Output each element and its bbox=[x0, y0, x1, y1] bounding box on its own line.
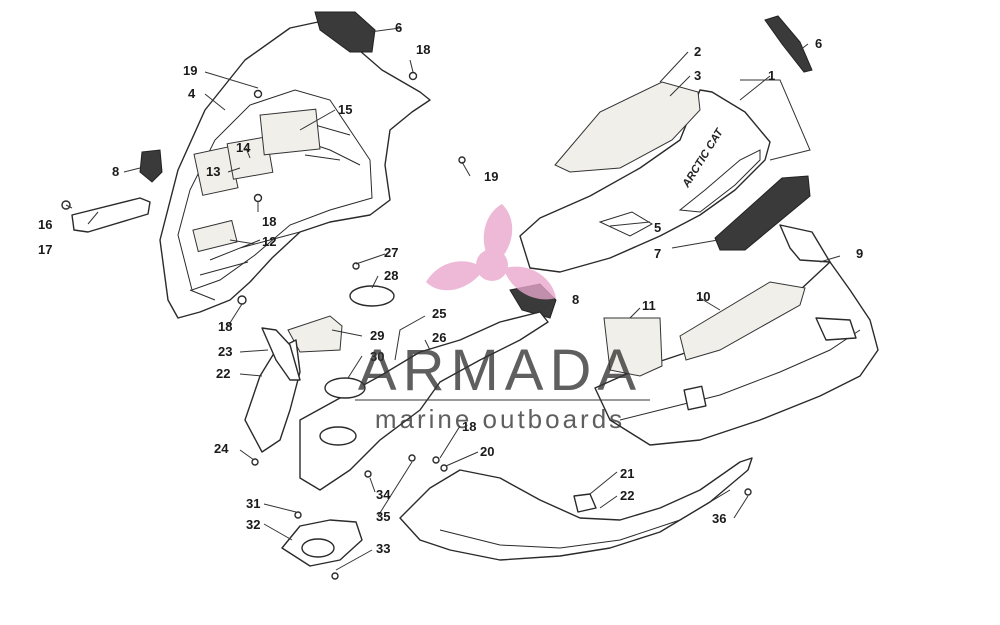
callout-23: 23 bbox=[218, 344, 232, 359]
callout-21: 21 bbox=[620, 466, 634, 481]
callout-13: 13 bbox=[206, 164, 220, 179]
lower-chassis-assembly bbox=[244, 262, 753, 580]
callout-18-mid: 18 bbox=[262, 214, 276, 229]
callout-31: 31 bbox=[246, 496, 260, 511]
callout-7: 7 bbox=[654, 246, 661, 261]
callout-33: 33 bbox=[376, 541, 390, 556]
callout-29: 29 bbox=[370, 328, 384, 343]
callout-35: 35 bbox=[376, 509, 390, 524]
callout-30: 30 bbox=[370, 349, 384, 364]
callout-14: 14 bbox=[236, 140, 251, 155]
callout-3: 3 bbox=[694, 68, 701, 83]
callout-22-left: 22 bbox=[216, 366, 230, 381]
callout-25: 25 bbox=[432, 306, 446, 321]
callout-8-left: 8 bbox=[112, 164, 119, 179]
callout-6-right: 6 bbox=[815, 36, 822, 51]
callout-18-lower: 18 bbox=[462, 419, 476, 434]
callout-19-top: 19 bbox=[183, 63, 197, 78]
callout-6-top: 6 bbox=[395, 20, 402, 35]
callout-18-top: 18 bbox=[416, 42, 430, 57]
callout-16: 16 bbox=[38, 217, 52, 232]
callout-34: 34 bbox=[376, 487, 391, 502]
callout-4: 4 bbox=[188, 86, 196, 101]
callout-19-right: 19 bbox=[484, 169, 498, 184]
callout-36: 36 bbox=[712, 511, 726, 526]
propeller-logo-icon bbox=[426, 204, 556, 300]
callout-9: 9 bbox=[856, 246, 863, 261]
callout-8-center: 8 bbox=[572, 292, 579, 307]
callout-32: 32 bbox=[246, 517, 260, 532]
callout-11: 11 bbox=[642, 298, 656, 313]
callout-22-right: 22 bbox=[620, 488, 634, 503]
callout-18-left: 18 bbox=[218, 319, 232, 334]
callout-26: 26 bbox=[432, 330, 446, 345]
watermark-title: ARMADA bbox=[358, 338, 642, 403]
callout-5: 5 bbox=[654, 220, 661, 235]
callout-24: 24 bbox=[214, 441, 229, 456]
callout-27: 27 bbox=[384, 245, 398, 260]
callout-15: 15 bbox=[338, 102, 352, 117]
belly-pan-assembly bbox=[594, 224, 879, 446]
callout-20: 20 bbox=[480, 444, 494, 459]
callout-17: 17 bbox=[38, 242, 52, 257]
leader-lines bbox=[65, 27, 841, 571]
watermark-subtitle: marine outboards bbox=[375, 404, 625, 434]
callout-28: 28 bbox=[384, 268, 398, 283]
front-nose-assembly bbox=[61, 11, 466, 319]
callout-2: 2 bbox=[694, 44, 701, 59]
callout-10: 10 bbox=[696, 289, 710, 304]
armada-watermark: ARMADA marine outboards bbox=[355, 204, 650, 434]
callout-labels: 1 2 3 4 5 6 6 7 8 8 9 10 11 12 13 14 15 … bbox=[38, 20, 863, 556]
right-side-panel-assembly: ARCTIC CAT bbox=[509, 15, 813, 319]
callout-1: 1 bbox=[768, 68, 775, 83]
callout-12: 12 bbox=[262, 234, 276, 249]
